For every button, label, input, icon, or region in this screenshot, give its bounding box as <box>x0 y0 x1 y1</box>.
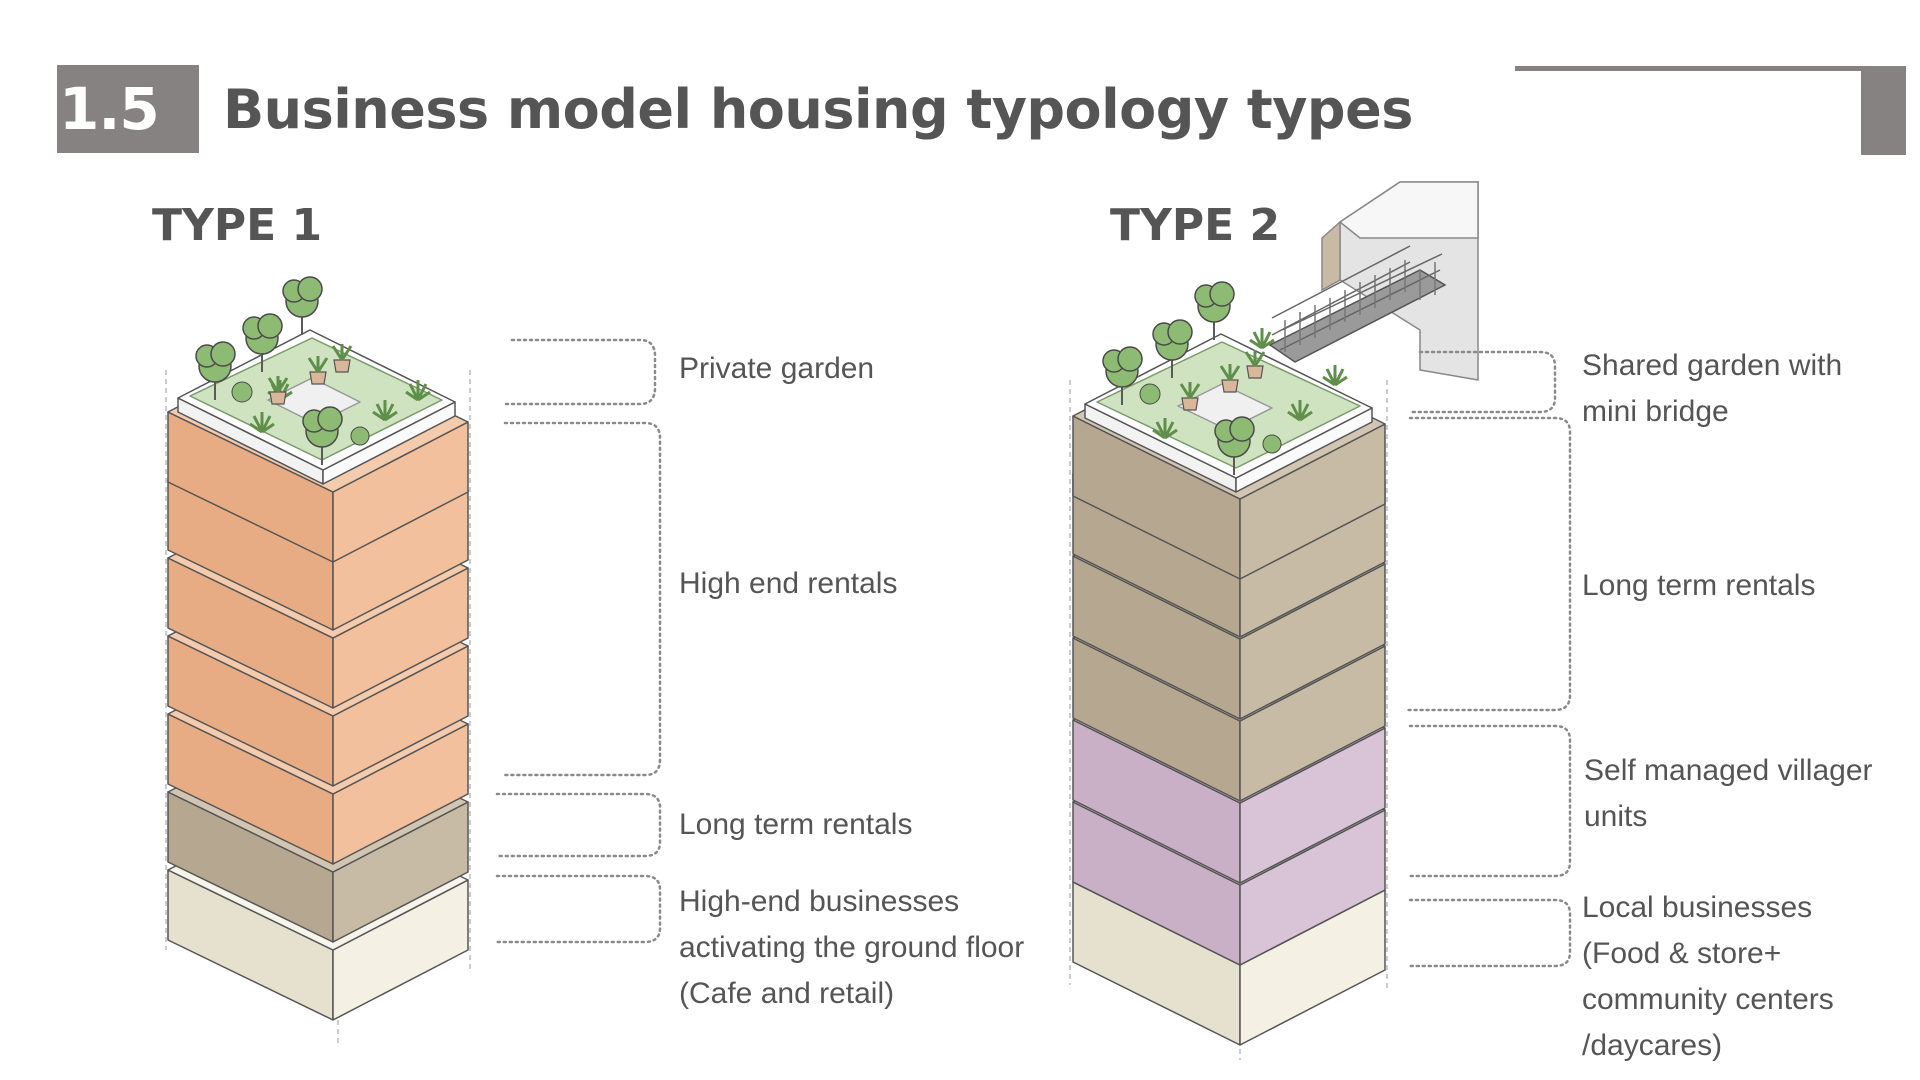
type2-label-local-line4: /daycares) <box>1582 1029 1723 1062</box>
type1-label-ground-floor-line3: (Cafe and retail) <box>679 977 895 1010</box>
type2-roof-garden <box>1084 333 1373 493</box>
type1-label-high-end-rentals: High end rentals <box>679 567 898 600</box>
type2-trees <box>1102 281 1349 476</box>
type1-trees <box>195 276 432 466</box>
type1-roof-garden <box>177 329 456 485</box>
type-1-title: TYPE 1 <box>152 200 323 251</box>
type1-label-ground-floor: High-end businesses activating the groun… <box>679 879 1024 1017</box>
type2-label-local-line3: community centers <box>1582 983 1834 1016</box>
section-number-badge: 1.5 <box>57 65 199 153</box>
type2-label-shared-garden-line1: Shared garden with <box>1582 349 1843 382</box>
type1-label-long-term-rentals: Long term rentals <box>679 808 913 841</box>
type1-label-ground-floor-line2: activating the ground floor <box>679 931 1025 964</box>
type2-mini-bridge <box>1268 245 1447 363</box>
type2-brackets <box>1406 350 1572 968</box>
type2-building <box>1069 281 1388 1060</box>
type2-label-local-businesses: Local businesses (Food & store+ communit… <box>1582 885 1834 1069</box>
page-title: Business model housing typology types <box>223 78 1413 141</box>
type2-label-villager-line1: Self managed villager <box>1584 754 1873 787</box>
type2-label-local-line2: (Food & store+ <box>1582 937 1782 970</box>
type1-label-private-garden: Private garden <box>679 352 875 385</box>
type2-label-shared-garden: Shared garden with mini bridge <box>1582 343 1842 435</box>
type-2-title: TYPE 2 <box>1110 200 1281 251</box>
type2-label-villager-line2: units <box>1584 800 1648 833</box>
type1-building <box>165 276 471 1045</box>
type1-label-ground-floor-line1: High-end businesses <box>679 885 960 918</box>
type2-label-long-term-rentals: Long term rentals <box>1582 569 1816 602</box>
corner-accent-block <box>1861 66 1906 155</box>
type1-brackets <box>495 338 662 944</box>
type2-label-villager-units: Self managed villager units <box>1584 748 1873 840</box>
type2-label-shared-garden-line2: mini bridge <box>1582 395 1729 428</box>
type2-label-local-line1: Local businesses <box>1582 891 1813 924</box>
corner-accent-line <box>1515 66 1861 71</box>
